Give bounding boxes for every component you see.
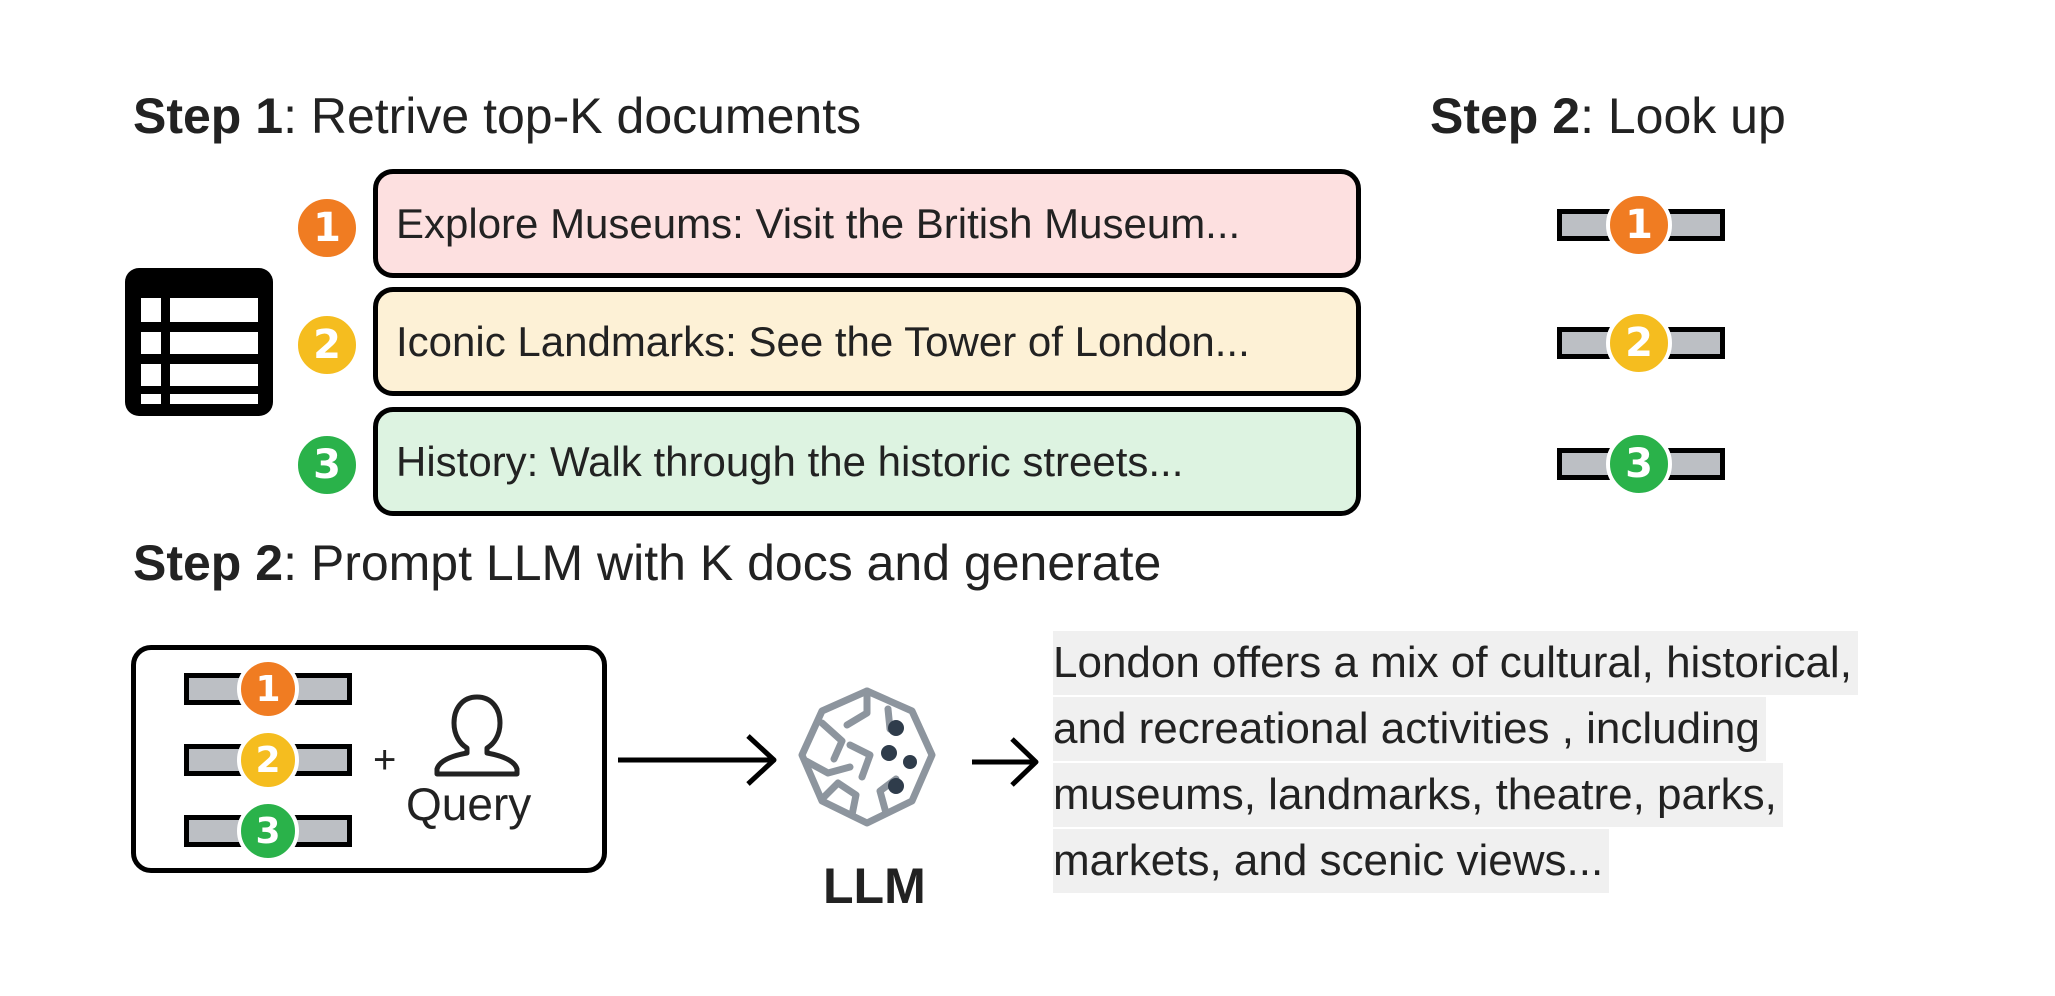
llm-brain-icon xyxy=(798,687,936,827)
llm-label: LLM xyxy=(823,858,926,914)
step1-label: Step 1 xyxy=(133,88,284,144)
step2-lookup-title: : Look up xyxy=(1580,88,1786,144)
input-badge-1: 1 xyxy=(237,658,299,720)
answer-line: markets, and scenic views... xyxy=(1053,829,1610,893)
answer-line: and recreational activities , including xyxy=(1053,697,1766,761)
answer-line: museums, landmarks, theatre, parks, xyxy=(1053,763,1783,827)
answer-line: London offers a mix of cultural, histori… xyxy=(1053,631,1858,695)
input-badge-2: 2 xyxy=(237,729,299,791)
rank-badge-2: 2 xyxy=(294,312,360,378)
arrow-right-icon xyxy=(618,734,777,786)
step2-lookup-heading: Step 2: Look up xyxy=(1430,86,1786,146)
step2-prompt-heading: Step 2: Prompt LLM with K docs and gener… xyxy=(133,533,1161,593)
table-icon xyxy=(125,268,273,416)
step2-prompt-label: Step 2 xyxy=(133,535,284,591)
lookup-badge-3: 3 xyxy=(1606,431,1672,497)
plus-sign: + xyxy=(373,738,397,782)
step2-prompt-title: : Prompt LLM with K docs and generate xyxy=(283,535,1162,591)
document-row: Explore Museums: Visit the British Museu… xyxy=(373,169,1361,278)
input-badge-3: 3 xyxy=(237,800,299,862)
arrow-right-icon xyxy=(972,737,1039,787)
document-row: Iconic Landmarks: See the Tower of Londo… xyxy=(373,287,1361,396)
prompt-input-box xyxy=(131,645,607,873)
lookup-badge-2: 2 xyxy=(1606,310,1672,376)
rank-badge-3: 3 xyxy=(294,432,360,498)
rank-badge-1: 1 xyxy=(294,195,360,261)
step1-heading: Step 1: Retrive top-K documents xyxy=(133,86,861,146)
lookup-badge-1: 1 xyxy=(1606,192,1672,258)
user-icon xyxy=(434,694,520,777)
query-label: Query xyxy=(406,778,532,830)
document-row: History: Walk through the historic stree… xyxy=(373,407,1361,516)
step1-title: : Retrive top-K documents xyxy=(283,88,862,144)
step2-lookup-label: Step 2 xyxy=(1430,88,1581,144)
